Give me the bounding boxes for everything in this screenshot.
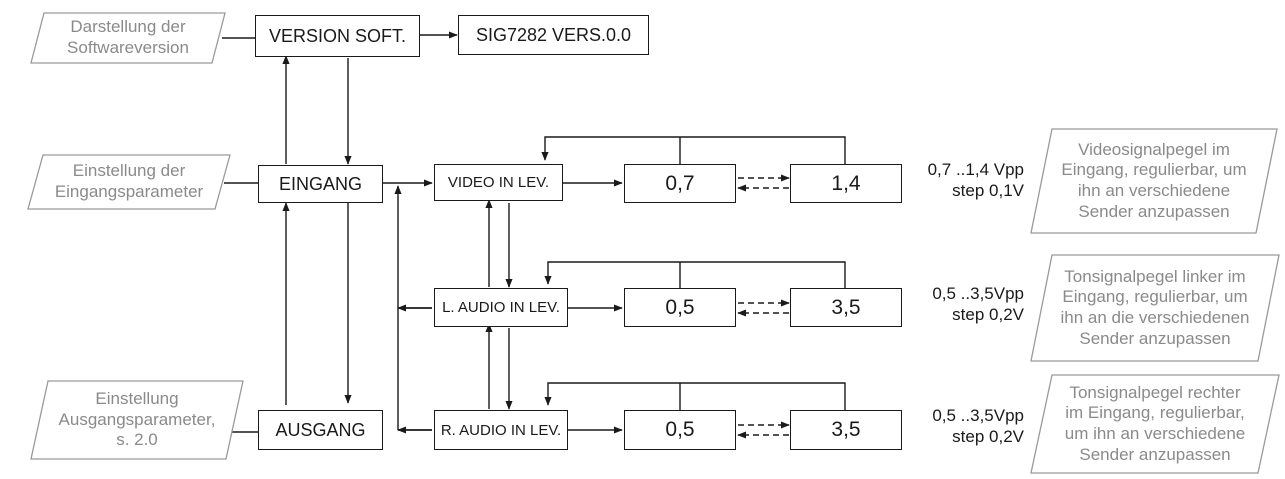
video-in-lev-box[interactable]: VIDEO IN LEV. bbox=[434, 164, 563, 201]
eingang-box[interactable]: EINGANG bbox=[258, 165, 383, 203]
version-soft-box[interactable]: VERSION SOFT. bbox=[255, 15, 420, 57]
sig-version-box: SIG7282 VERS.0.0 bbox=[458, 15, 649, 55]
r-audio-in-lev-box[interactable]: R. AUDIO IN LEV. bbox=[434, 410, 568, 450]
audio-left-max-value-box[interactable]: 3,5 bbox=[790, 288, 902, 327]
ausgang-box[interactable]: AUSGANG bbox=[258, 410, 383, 450]
l-audio-in-lev-box[interactable]: L. AUDIO IN LEV. bbox=[434, 288, 568, 327]
audio-right-min-value-box[interactable]: 0,5 bbox=[624, 410, 736, 450]
video-min-value-box[interactable]: 0,7 bbox=[624, 164, 736, 203]
video-max-value-box[interactable]: 1,4 bbox=[790, 164, 902, 203]
audio-right-max-value-box[interactable]: 3,5 bbox=[790, 410, 902, 450]
audio-left-min-value-box[interactable]: 0,5 bbox=[624, 288, 736, 327]
